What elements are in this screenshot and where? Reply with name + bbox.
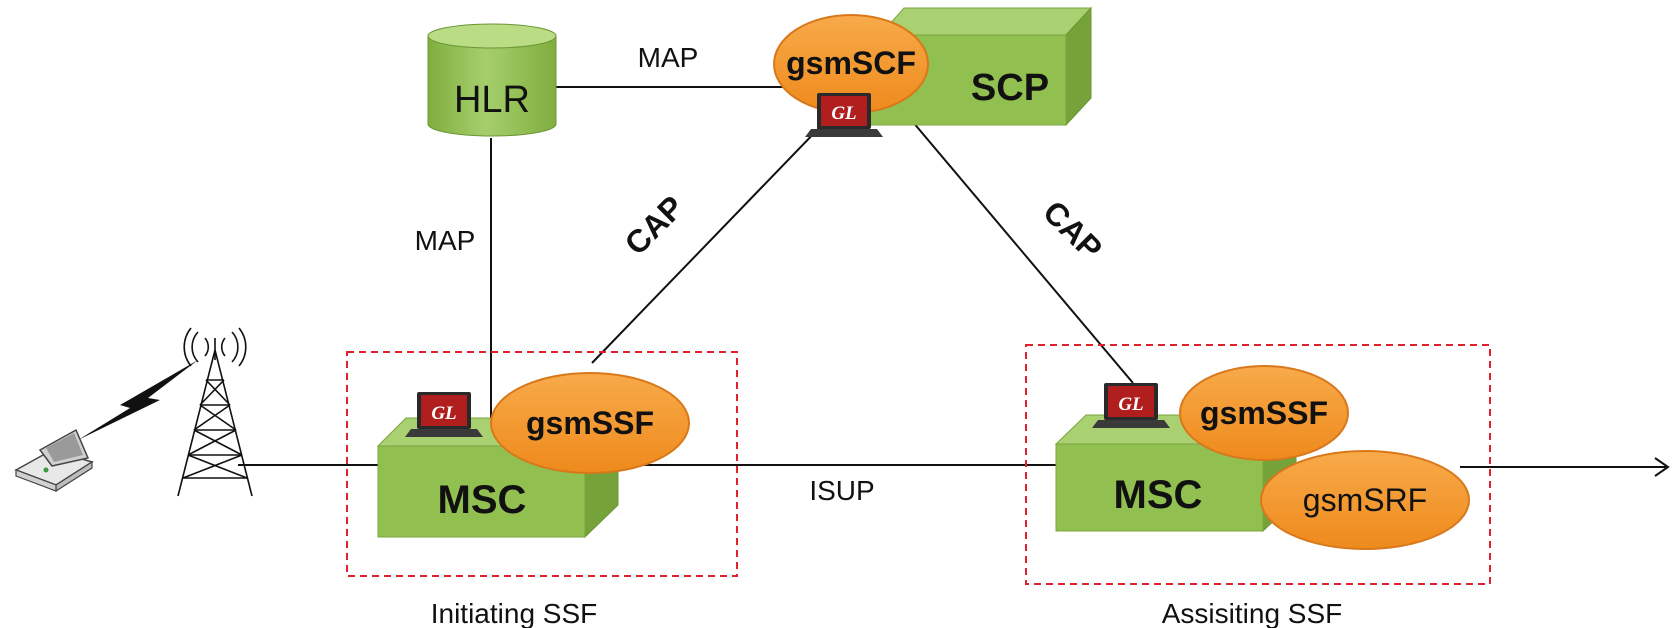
laptop-icon: GL (1092, 383, 1170, 428)
gsmssf-right-node: gsmSSF (1179, 365, 1349, 461)
radio-tower-icon (177, 327, 253, 497)
laptop-badge-text: GL (1118, 394, 1143, 415)
connections (238, 86, 1670, 477)
link-cap-right (906, 114, 1134, 384)
gsmssf-left-node: gsmSSF (490, 372, 690, 474)
laptop-icon: GL (805, 93, 883, 137)
msc-left-label: MSC (438, 478, 527, 522)
laptop-badge-text: GL (431, 403, 456, 424)
cap-label-left: CAP (618, 189, 691, 262)
hlr-node: HLR (427, 23, 557, 137)
cap-label-right: CAP (1036, 194, 1109, 267)
scp-node: SCP (859, 6, 1093, 127)
assisting-ssf-caption: Assisiting SSF (1162, 598, 1343, 628)
gsmssf-left-label: gsmSSF (526, 405, 654, 441)
mobile-phone-icon (14, 428, 94, 493)
gsmsrf-label: gsmSRF (1303, 482, 1427, 518)
gsmsrf-node: gsmSRF (1260, 450, 1470, 550)
link-cap-left (591, 126, 821, 364)
msc-right-label: MSC (1114, 473, 1203, 517)
gsmssf-right-label: gsmSSF (1200, 395, 1328, 431)
hlr-label: HLR (454, 79, 530, 121)
isup-label: ISUP (809, 475, 874, 506)
lightning-icon (78, 360, 198, 440)
map-label-left: MAP (415, 225, 476, 256)
arrowhead (1654, 457, 1670, 477)
initiating-ssf-box (346, 351, 738, 577)
laptop-badge-text: GL (831, 103, 856, 124)
gsmscf-node: gsmSCF (773, 14, 929, 114)
initiating-ssf-caption: Initiating SSF (431, 598, 598, 628)
gsmscf-label: gsmSCF (786, 45, 916, 81)
map-label-top: MAP (638, 42, 699, 73)
scp-label: SCP (971, 67, 1049, 109)
assisting-ssf-box (1025, 344, 1491, 585)
laptop-icon: GL (405, 392, 483, 437)
